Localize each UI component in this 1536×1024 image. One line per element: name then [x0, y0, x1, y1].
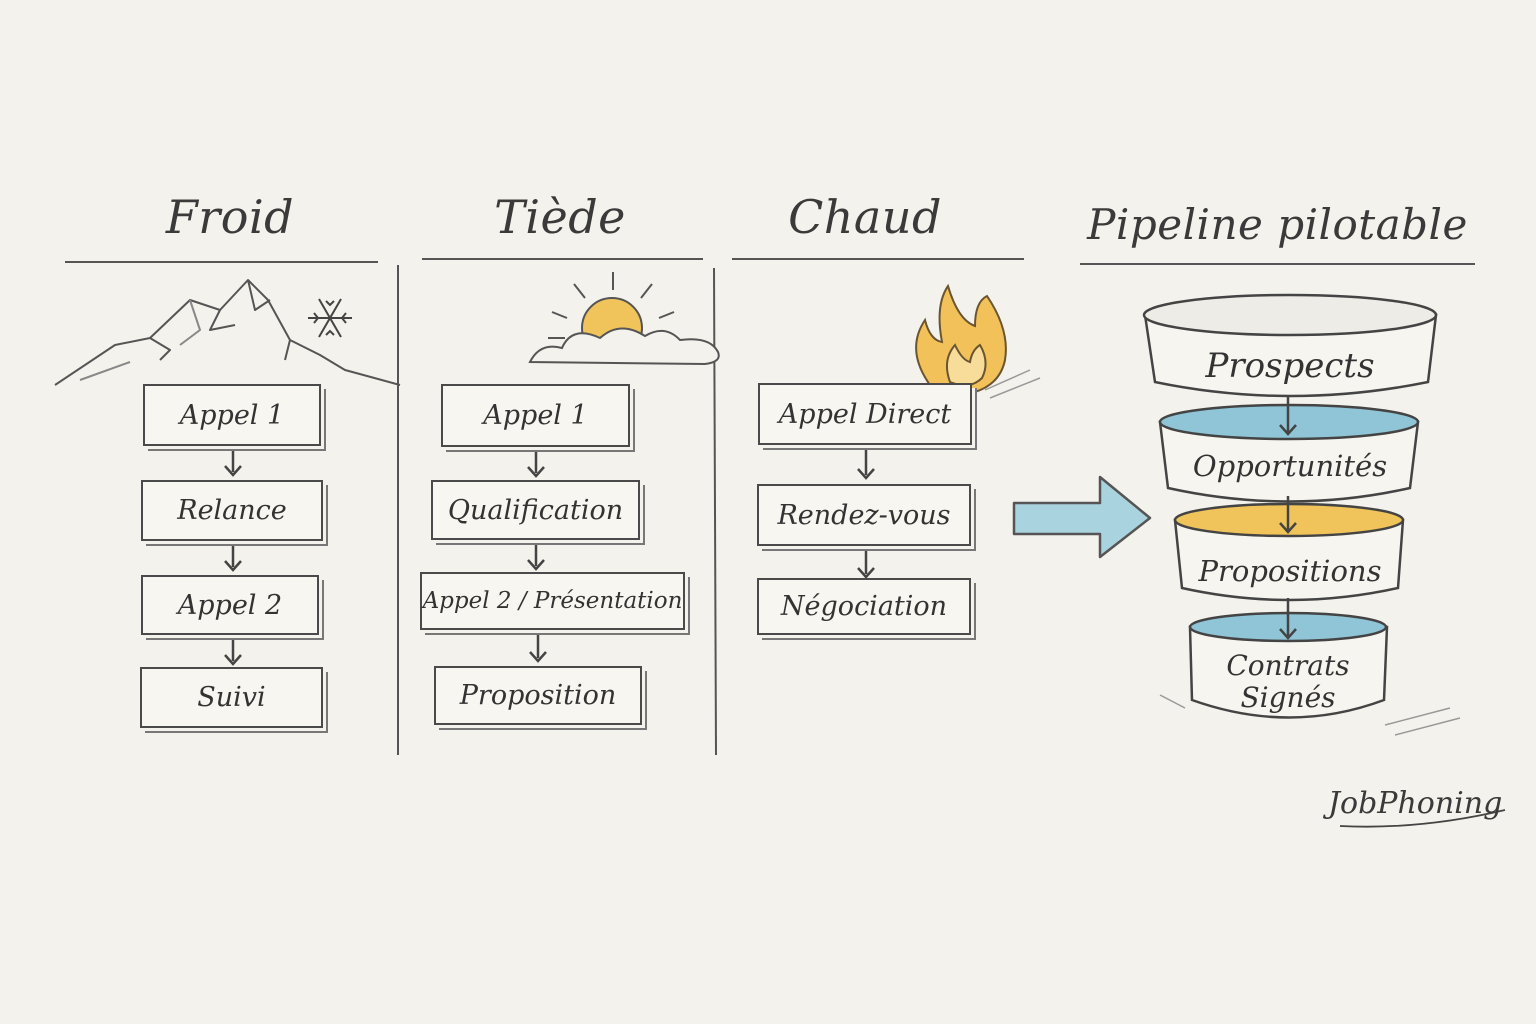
funnel-stage-propositions: Propositions — [1198, 554, 1382, 588]
tiede-arrows — [527, 449, 547, 663]
tiede-step-3: Appel 2 / Présentation — [420, 572, 685, 630]
funnel-stage-prospects: Prospects — [1205, 346, 1375, 386]
column-title-froid: Froid — [165, 190, 295, 244]
chaud-step-3: Négociation — [757, 578, 971, 635]
column-title-tiede: Tiède — [494, 190, 626, 244]
funnel-stage-opportunites: Opportunités — [1192, 449, 1388, 483]
froid-step-1: Appel 1 — [143, 384, 321, 446]
sun-cloud-icon — [528, 272, 720, 366]
brand-signature: JobPhoning — [1328, 786, 1503, 821]
tiede-step-2: Qualification — [431, 480, 640, 540]
froid-step-3: Appel 2 — [141, 575, 319, 635]
column-title-chaud: Chaud — [788, 190, 942, 244]
snowflake-icon — [308, 298, 352, 338]
mountain-icon — [54, 279, 401, 386]
tiede-step-4: Proposition — [434, 666, 642, 725]
funnel-arrows — [1279, 395, 1297, 640]
column-divider-2 — [713, 267, 717, 756]
funnel-stage-contrats-signes: Contrats Signés — [1226, 649, 1350, 714]
brand-swash — [1339, 809, 1506, 828]
funnel — [1142, 293, 1438, 719]
froid-step-2: Relance — [141, 480, 323, 541]
flame-icon — [915, 283, 1007, 394]
chaud-arrows — [857, 447, 875, 579]
froid-arrows — [224, 448, 242, 666]
froid-step-4: Suivi — [140, 667, 323, 728]
pipeline-title: Pipeline pilotable — [1087, 200, 1468, 249]
tiede-step-1: Appel 1 — [441, 384, 630, 447]
arrow-right-icon — [1012, 475, 1152, 559]
chaud-step-1: Appel Direct — [758, 383, 972, 445]
chaud-step-2: Rendez-vous — [757, 484, 971, 546]
